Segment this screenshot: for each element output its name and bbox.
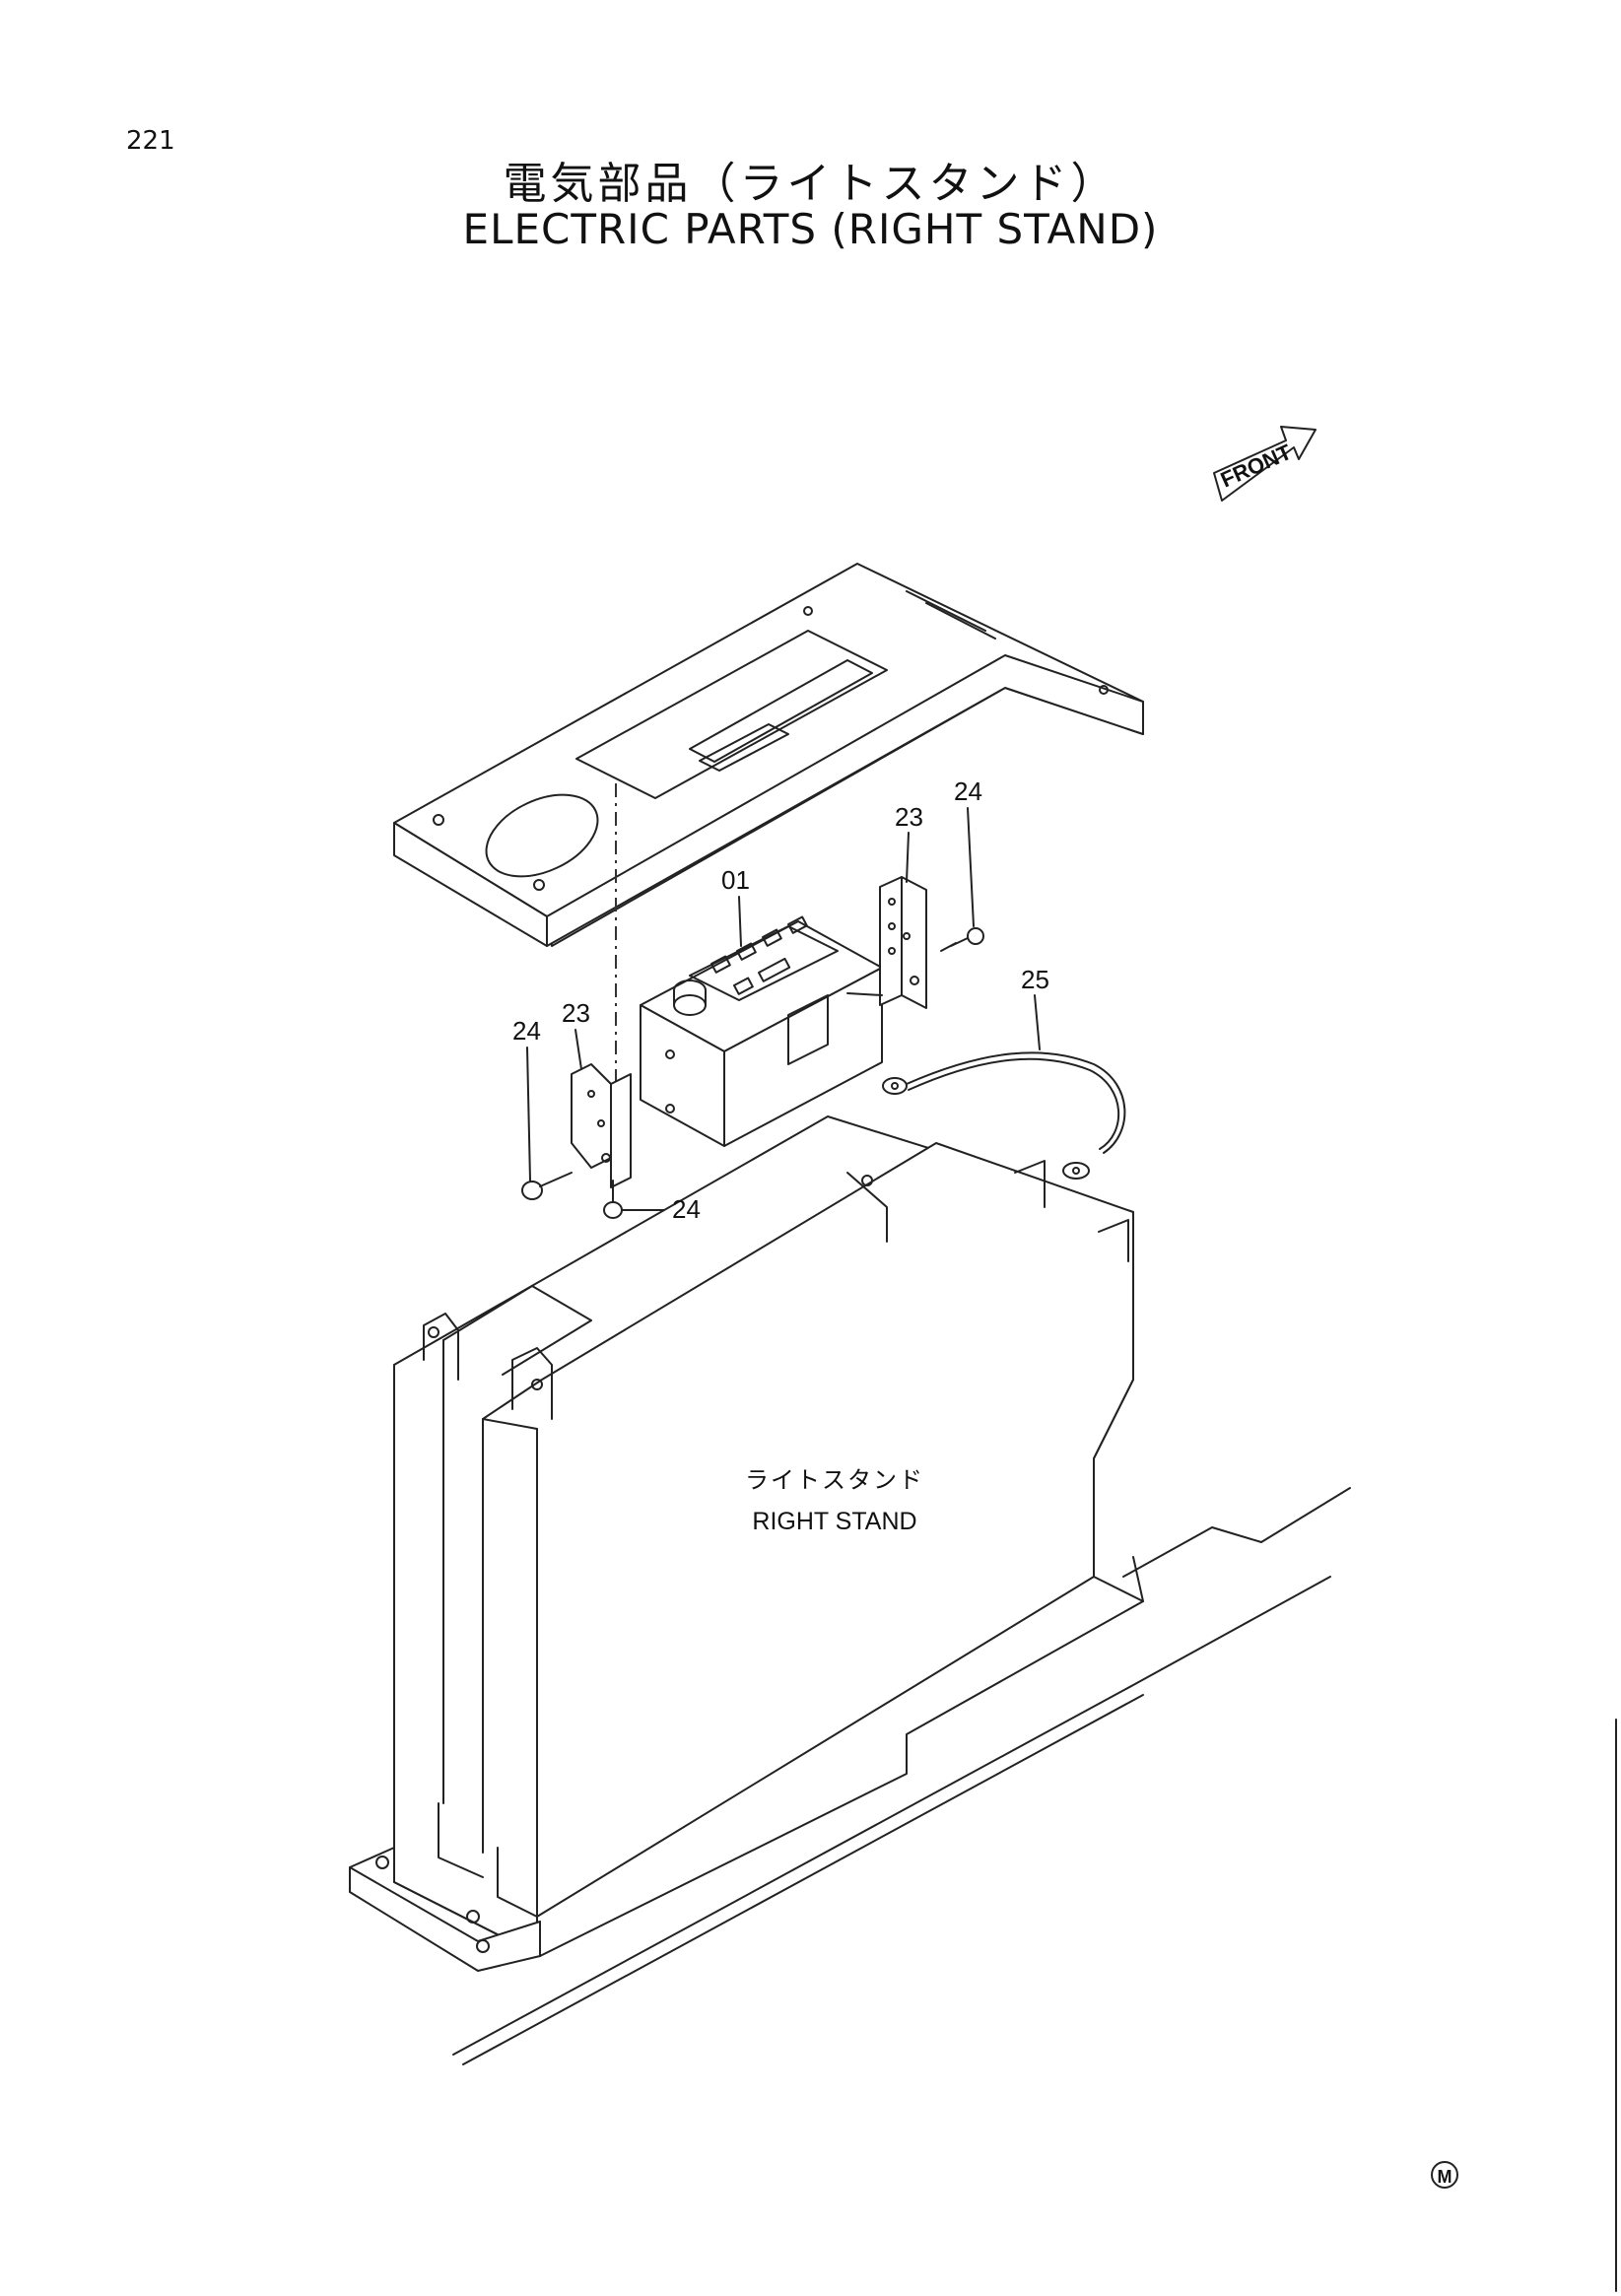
title-japanese: 電気部品（ライトスタンド） bbox=[503, 159, 1118, 209]
circled-m-marker: M bbox=[1431, 2161, 1458, 2189]
ground-cable bbox=[882, 1051, 1126, 1180]
page-number: 221 bbox=[126, 126, 175, 156]
callout-24-right: 24 bbox=[954, 777, 982, 806]
callout-01: 01 bbox=[721, 865, 750, 895]
screw-left-icon bbox=[521, 1172, 573, 1200]
title-english: ELECTRIC PARTS (RIGHT STAND) bbox=[462, 205, 1159, 253]
callout-23-right: 23 bbox=[895, 802, 923, 832]
bracket-right bbox=[846, 876, 927, 1009]
callout-24-left: 24 bbox=[512, 1016, 541, 1046]
screw-bottom-icon bbox=[603, 1180, 671, 1219]
screw-right-icon bbox=[940, 927, 984, 952]
stand-label-japanese: ライトスタンド bbox=[745, 1467, 924, 1494]
right-stand-body bbox=[349, 1115, 1144, 1972]
marker-symbol: M bbox=[1438, 2167, 1452, 2187]
stand-label-english: RIGHT STAND bbox=[752, 1508, 916, 1535]
bracket-left bbox=[571, 1063, 632, 1188]
floor-line bbox=[452, 1487, 1351, 2065]
callout-23-left: 23 bbox=[562, 998, 590, 1028]
front-arrow-icon: FRONT bbox=[1213, 426, 1317, 502]
callout-24-bottom: 24 bbox=[672, 1194, 701, 1224]
callout-25: 25 bbox=[1021, 965, 1049, 994]
controller-unit bbox=[640, 915, 883, 1147]
front-label: FRONT bbox=[1217, 439, 1296, 493]
top-cover-panel bbox=[393, 563, 1144, 947]
